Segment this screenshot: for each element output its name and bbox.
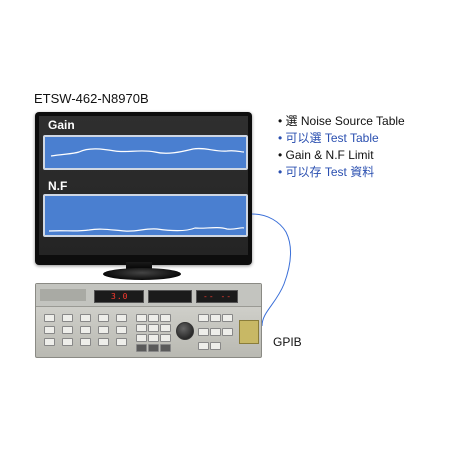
keypad-button[interactable] xyxy=(136,334,147,342)
instrument-button[interactable] xyxy=(116,314,127,322)
keypad-button[interactable] xyxy=(148,324,159,332)
monitor-stand-neck xyxy=(126,262,152,271)
instrument-button[interactable] xyxy=(98,326,109,334)
keypad-button[interactable] xyxy=(148,314,159,322)
instrument-button[interactable] xyxy=(80,338,91,346)
instrument-button[interactable] xyxy=(98,314,109,322)
feature-item-limit: • Gain & N.F Limit xyxy=(278,148,374,162)
gpib-label: GPIB xyxy=(273,335,302,349)
gain-label: Gain xyxy=(48,118,75,132)
instrument-button[interactable] xyxy=(222,314,233,322)
instrument-button[interactable] xyxy=(62,326,73,334)
instrument-button[interactable] xyxy=(116,326,127,334)
left-display-value: 3.0 xyxy=(111,292,129,301)
keypad-button[interactable] xyxy=(160,334,171,342)
instrument-button[interactable] xyxy=(44,314,55,322)
keypad-button[interactable] xyxy=(148,334,159,342)
diagram-title: ETSW-462-N8970B xyxy=(34,91,149,106)
instrument-button[interactable] xyxy=(44,326,55,334)
monitor-screen: Gain N.F xyxy=(39,116,248,255)
center-display xyxy=(148,290,192,303)
instrument-button[interactable] xyxy=(198,342,209,350)
instrument-button[interactable] xyxy=(210,342,221,350)
feature-item-save-data: • 可以存 Test 資料 xyxy=(278,165,375,179)
gain-panel xyxy=(43,135,248,170)
instrument-button[interactable] xyxy=(198,314,209,322)
nf-label: N.F xyxy=(48,179,68,193)
instrument-button[interactable] xyxy=(62,314,73,322)
nf-panel xyxy=(43,194,248,237)
noise-figure-analyzer: 3.0 -- -- xyxy=(35,283,262,358)
nf-trace xyxy=(48,227,245,232)
keypad-button[interactable] xyxy=(160,344,171,352)
instrument-button[interactable] xyxy=(222,328,233,336)
right-display: -- -- xyxy=(196,290,238,303)
feature-list: • 選 Noise Source Table • 可以選 Test Table … xyxy=(278,113,405,181)
right-display-value: -- -- xyxy=(203,292,233,301)
keypad-button[interactable] xyxy=(136,344,147,352)
input-connector xyxy=(239,320,259,344)
gain-trace xyxy=(50,147,245,157)
instrument-button[interactable] xyxy=(210,314,221,322)
keypad-button[interactable] xyxy=(148,344,159,352)
instrument-button[interactable] xyxy=(44,338,55,346)
keypad-button[interactable] xyxy=(136,314,147,322)
monitor: Gain N.F xyxy=(35,112,252,265)
keypad-button[interactable] xyxy=(136,324,147,332)
instrument-button[interactable] xyxy=(98,338,109,346)
left-display: 3.0 xyxy=(94,290,144,303)
instrument-button[interactable] xyxy=(80,314,91,322)
instrument-button[interactable] xyxy=(198,328,209,336)
instrument-button[interactable] xyxy=(62,338,73,346)
keypad-button[interactable] xyxy=(160,324,171,332)
instrument-button[interactable] xyxy=(116,338,127,346)
monitor-stand-base xyxy=(103,268,181,280)
keypad-button[interactable] xyxy=(160,314,171,322)
instrument-display-bar: 3.0 -- -- xyxy=(36,284,261,307)
instrument-brand-plate xyxy=(40,289,86,301)
instrument-button[interactable] xyxy=(210,328,221,336)
instrument-button[interactable] xyxy=(80,326,91,334)
feature-item-test-table: • 可以選 Test Table xyxy=(278,131,379,145)
tuning-knob[interactable] xyxy=(176,322,194,340)
feature-item-noise-source: • 選 Noise Source Table xyxy=(278,114,405,128)
